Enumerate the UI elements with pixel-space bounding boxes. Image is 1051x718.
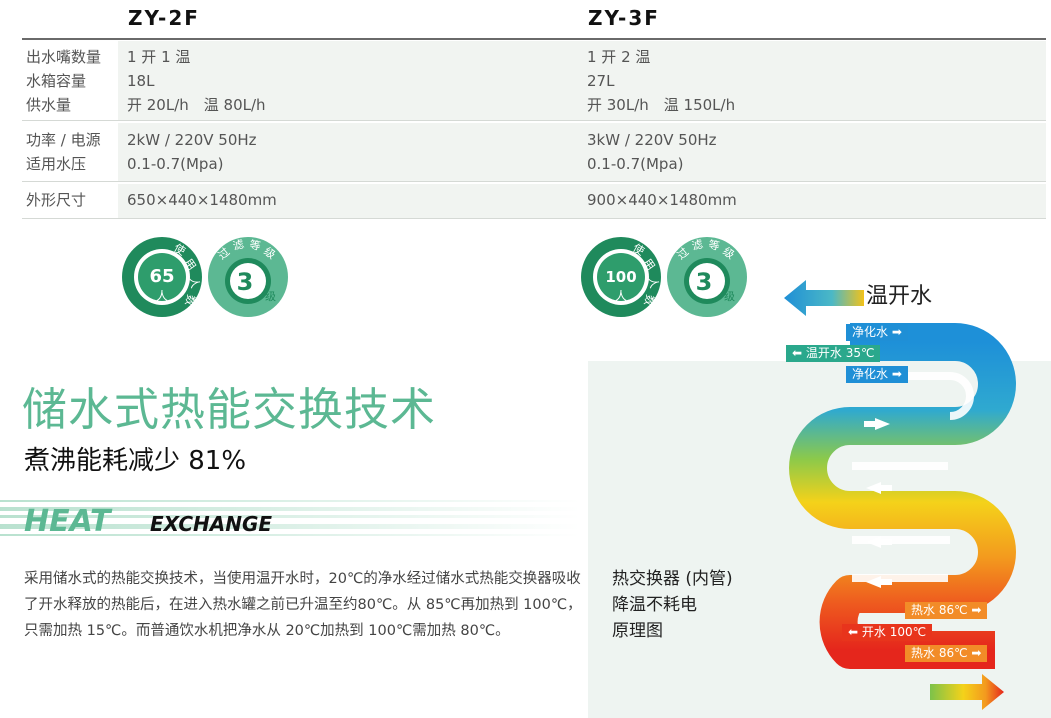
- label-power: 功率 / 电源: [26, 131, 101, 149]
- spec-group-capacity: 出水嘴数量 水箱容量 供水量 1 开 1 温 18L 开 20L/h 温 80L…: [22, 41, 1046, 121]
- zy3f-size: 900×440×1480mm: [587, 191, 737, 209]
- zy2f-pressure: 0.1-0.7(Mpa): [127, 155, 224, 173]
- people-unit: 人: [615, 289, 627, 303]
- spec-group-size: 外形尺寸 650×440×1480mm 900×440×1480mm: [22, 184, 1046, 219]
- zy2f-outlets: 1 开 1 温: [127, 48, 191, 66]
- model-name-zy3f: ZY-3F: [588, 6, 660, 30]
- people-arc-4: 数: [182, 293, 197, 307]
- zy3f-outlets: 1 开 2 温: [587, 48, 651, 66]
- exchange-label: EXCHANGE: [150, 512, 272, 536]
- filter-level: 3: [696, 268, 713, 296]
- diagram-caption-1: 热交换器 (内管): [612, 569, 733, 589]
- description-paragraph: 采用储水式的热能交换技术，当使用温开水时，20℃的净水经过储水式热能交换器吸收了…: [24, 571, 582, 639]
- filter-level-unit: 级: [724, 290, 735, 303]
- flow-arrows: [864, 418, 892, 588]
- table-top-rule: [22, 38, 1046, 40]
- people-badge: 65 人 使 用 人 数: [122, 237, 202, 317]
- people-badge: 100 人 使 用 人 数: [581, 237, 661, 317]
- zy2f-power: 2kW / 220V 50Hz: [127, 131, 257, 149]
- tag-hot-water-1: 热水 86℃ ➡: [905, 602, 988, 619]
- label-size: 外形尺寸: [26, 191, 87, 209]
- filter-arc-2: 滤: [690, 237, 704, 252]
- filter-arc-3: 等: [707, 237, 720, 253]
- people-unit: 人: [156, 289, 168, 303]
- zy3f-pressure: 0.1-0.7(Mpa): [587, 155, 684, 173]
- tag-hot-water-1-label: 热水 86℃: [911, 603, 968, 617]
- zy2f-tank: 18L: [127, 72, 155, 90]
- model-name-zy2f: ZY-2F: [128, 6, 200, 30]
- filter-arc-3: 等: [248, 237, 261, 253]
- tag-warm-water-out-label: 温开水 35℃: [805, 346, 875, 360]
- zy2f-badges: 65 人 使 用 人 数 3 级 过 滤 等 级: [122, 237, 288, 317]
- tag-warm-water-out: ⬅ 温开水 35℃: [786, 345, 881, 362]
- temperature-gradient-arrow: [930, 674, 1004, 710]
- tag-boiling-water-label: 开水 100℃: [861, 625, 927, 639]
- label-tank: 水箱容量: [26, 72, 87, 90]
- people-arc-4: 数: [641, 293, 656, 307]
- warm-water-out-label: 温开水: [866, 284, 933, 309]
- zy3f-supply: 开 30L/h 温 150L/h: [587, 96, 736, 114]
- filter-arc-2: 滤: [231, 237, 245, 252]
- label-pressure: 适用水压: [26, 155, 87, 173]
- warm-water-out-arrow: [784, 280, 864, 316]
- zy3f-tank: 27L: [587, 72, 615, 90]
- zy3f-power: 3kW / 220V 50Hz: [587, 131, 717, 149]
- headline: 储水式热能交换技术: [22, 383, 437, 436]
- people-arc-3: 人: [646, 276, 661, 289]
- label-outlets: 出水嘴数量: [26, 48, 102, 66]
- zy2f-size: 650×440×1480mm: [127, 191, 277, 209]
- tag-hot-water-2-label: 热水 86℃: [911, 646, 968, 660]
- diagram-caption-3: 原理图: [612, 621, 663, 641]
- people-count: 65: [149, 266, 174, 287]
- tag-pure-water-2: 净化水 ➡: [846, 366, 908, 383]
- people-count: 100: [605, 268, 636, 286]
- label-supply: 供水量: [26, 96, 72, 114]
- people-arc-3: 人: [187, 276, 202, 289]
- filter-level: 3: [237, 268, 254, 296]
- filter-badge: 3 级 过 滤 等 级: [208, 237, 288, 317]
- heat-exchange-banner: HEAT EXCHANGE: [0, 500, 580, 539]
- heat-label: HEAT: [24, 504, 113, 539]
- filter-badge: 3 级 过 滤 等 级: [667, 237, 747, 317]
- heat-exchanger-coil: [789, 323, 1016, 669]
- tag-pure-water-in-label: 净化水: [852, 325, 889, 339]
- tag-hot-water-2: 热水 86℃ ➡: [905, 645, 988, 662]
- spec-group-power: 功率 / 电源 适用水压 2kW / 220V 50Hz 0.1-0.7(Mpa…: [22, 123, 1046, 182]
- tag-boiling-water: ⬅ 开水 100℃: [842, 624, 933, 641]
- tag-pure-water-in: 净化水 ➡: [846, 324, 908, 341]
- tag-pure-water-2-label: 净化水: [852, 367, 889, 381]
- subheadline: 煮沸能耗减少 81%: [24, 446, 247, 476]
- zy3f-badges: 100 人 使 用 人 数 3 级 过 滤 等 级: [581, 237, 747, 317]
- zy2f-supply: 开 20L/h 温 80L/h: [127, 96, 266, 114]
- diagram-caption-2: 降温不耗电: [612, 595, 697, 615]
- filter-level-unit: 级: [265, 290, 276, 303]
